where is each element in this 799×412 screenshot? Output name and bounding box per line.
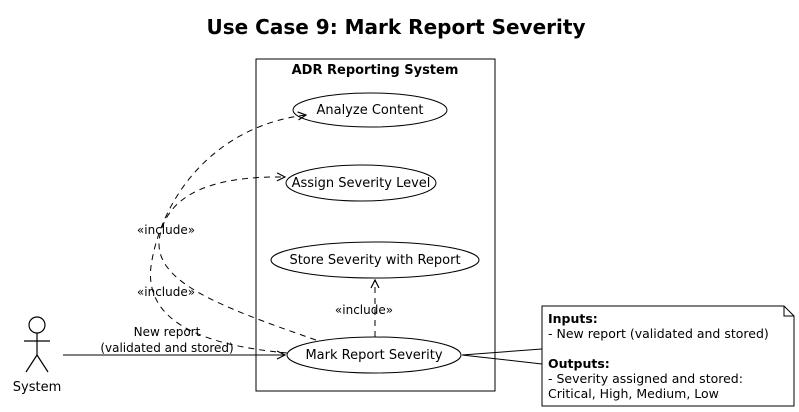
include-label-store: «include» xyxy=(335,303,393,317)
actor-system: System xyxy=(13,316,61,395)
note-inputs-outputs: Inputs: - New report (validated and stor… xyxy=(542,306,794,406)
actor-head xyxy=(28,316,46,334)
association-label-line2: (validated and stored) xyxy=(100,341,233,355)
use-case-label: Store Severity with Report xyxy=(289,253,460,268)
note-outputs-line1: - Severity assigned and stored: xyxy=(548,371,743,386)
include-arrow-assign xyxy=(158,177,317,341)
use-case-assign-severity-level: Assign Severity Level xyxy=(285,164,437,202)
diagram-title: Use Case 9: Mark Report Severity xyxy=(207,15,586,39)
include-label-assign: «include» xyxy=(137,285,195,299)
include-arrow-analyze xyxy=(150,115,306,354)
use-case-label: Analyze Content xyxy=(316,103,423,118)
use-case-label: Mark Report Severity xyxy=(305,348,442,363)
system-boundary xyxy=(255,58,496,392)
note-inputs-line: - New report (validated and stored) xyxy=(548,326,769,341)
system-boundary-title: ADR Reporting System xyxy=(292,63,459,78)
association-label-line1: New report xyxy=(134,325,201,339)
use-case-mark-report-severity: Mark Report Severity xyxy=(286,336,462,374)
note-outputs-heading: Outputs: xyxy=(548,356,610,371)
note-shape xyxy=(541,305,795,407)
note-connector xyxy=(461,354,543,365)
note-outputs-line2: Critical, High, Medium, Low xyxy=(548,386,719,401)
actor-label: System xyxy=(13,380,61,395)
use-case-label: Assign Severity Level xyxy=(292,176,431,191)
include-label-analyze: «include» xyxy=(137,223,195,237)
use-case-analyze-content: Analyze Content xyxy=(292,92,448,128)
note-connector xyxy=(461,348,543,356)
use-case-store-severity: Store Severity with Report xyxy=(270,241,480,279)
note-fold xyxy=(783,306,794,317)
note-inputs-heading: Inputs: xyxy=(548,311,598,326)
